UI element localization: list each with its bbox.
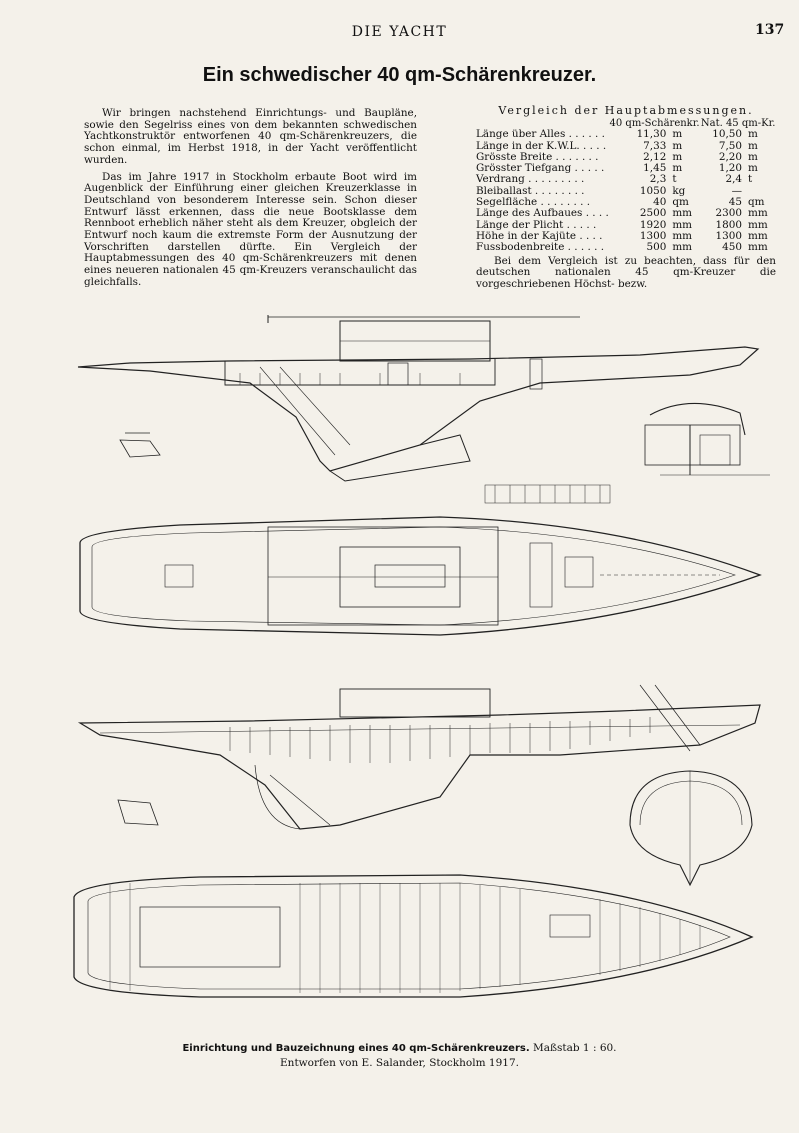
figure-caption-line-1: Einrichtung und Bauzeichnung eines 40 qm…: [0, 1041, 799, 1056]
figure-caption: Einrichtung und Bauzeichnung eines 40 qm…: [0, 1041, 799, 1070]
figure-caption-title: Einrichtung und Bauzeichnung eines 40 qm…: [182, 1043, 530, 1054]
cell-v2: 10,50: [712, 128, 742, 141]
cell-label: Bleiballast . . . . . . . .: [476, 184, 585, 197]
cell-v1: 11,30: [636, 128, 667, 141]
deck-plan-lower: [73, 874, 754, 998]
cell-v1: 1050: [639, 184, 667, 197]
cell-u2: m: [748, 162, 758, 175]
cell-label: Verdrang . . . . . . . . .: [476, 173, 585, 186]
comparison-row: Grösste Breite . . . . . . . 2,12 m 2,20 m: [476, 150, 776, 163]
cell-v2: 45: [728, 196, 742, 209]
cell-u2: mm: [748, 207, 768, 220]
cell-label: Länge der Plicht . . . . .: [476, 218, 597, 231]
cell-u1: qm: [672, 196, 689, 209]
comparison-row: Länge des Aufbaues . . . . 2500 mm 2300 mm: [476, 207, 776, 220]
comparison-row: Segelfläche . . . . . . . . 40 qm 45 qm: [476, 196, 776, 209]
column-header-45qm: Nat. 45 qm-Kr.: [700, 118, 776, 129]
cell-u2: t: [748, 173, 753, 186]
comparison-caption: Vergleich der Hauptabmessungen.: [498, 104, 754, 117]
running-head: DIE YACHT: [351, 24, 448, 40]
cell-u1: m: [672, 139, 683, 152]
cell-v2: 2,4: [725, 173, 742, 186]
cell-u2: m: [748, 150, 758, 163]
cell-v1: 2500: [639, 207, 667, 220]
page-number: 137: [755, 22, 785, 38]
cell-label: Länge über Alles . . . . . .: [476, 128, 605, 141]
cell-label: Länge in der K.W.L. . . . .: [476, 139, 607, 152]
cell-v2: 2300: [715, 207, 742, 220]
cell-label: Grösste Breite . . . . . . .: [476, 150, 599, 163]
comparison-table: 40 qm-Schärenkr. Nat. 45 qm-Kr. Länge üb…: [476, 118, 776, 254]
boat-plan-drawings: [73, 315, 770, 998]
cell-label: Segelfläche . . . . . . . .: [476, 196, 591, 209]
comparison-row: Bleiballast . . . . . . . . 1050 kg —: [476, 184, 776, 197]
comparison-note: Bei dem Vergleich ist zu beachten, dass …: [476, 254, 776, 290]
cell-v2: 1800: [715, 218, 742, 231]
cell-u2: m: [748, 139, 758, 152]
intro-text: Wir bringen nachstehend Einrichtungs- un…: [84, 107, 417, 294]
column-header-40qm: 40 qm-Schärenkr.: [609, 118, 700, 129]
cell-label: Fussbodenbreite . . . . . .: [476, 241, 605, 254]
detail-sketch-left-lower: [117, 799, 159, 826]
cell-v1: 1920: [639, 218, 667, 231]
cell-u1: mm: [672, 218, 693, 231]
intro-paragraph-2: Das im Jahre 1917 in Stockholm erbaute B…: [84, 170, 417, 288]
deck-plan-upper: [79, 516, 762, 636]
article-title: Ein schwedischer 40 qm-Schärenkreuzer.: [202, 64, 597, 86]
cell-u2: mm: [748, 218, 768, 231]
profile-drawing-lower: [77, 684, 761, 830]
intro-paragraph-1: Wir bringen nachstehend Einrichtungs- un…: [84, 107, 417, 166]
section-drawing-lower: [629, 770, 753, 887]
cell-u1: mm: [672, 207, 693, 220]
detail-sketch-left-upper: [119, 432, 161, 458]
cell-u1: mm: [672, 241, 693, 254]
cell-v2: 1300: [715, 229, 742, 242]
cell-v1: 500: [646, 241, 667, 254]
cell-v2: 450: [722, 241, 742, 254]
cell-u2: mm: [748, 241, 768, 254]
cell-v2: —: [731, 184, 742, 197]
cell-v1: 7,33: [643, 139, 667, 152]
cell-label: Grösster Tiefgang . . . . .: [476, 162, 605, 175]
cell-u2: qm: [748, 196, 765, 209]
cell-v1: 1300: [639, 229, 667, 242]
cell-v2: 7,50: [718, 139, 742, 152]
cell-v1: 2,12: [643, 150, 667, 163]
cell-u2: m: [748, 128, 758, 141]
cell-u1: m: [672, 128, 683, 141]
comparison-row: Verdrang . . . . . . . . . 2,3 t 2,4 t: [476, 173, 776, 186]
cell-label: Länge des Aufbaues . . . .: [476, 207, 609, 220]
cell-u1: mm: [672, 229, 693, 242]
cell-v1: 1,45: [643, 162, 667, 175]
comparison-row: Grösster Tiefgang . . . . . 1,45 m 1,20 m: [476, 162, 776, 175]
comparison-rows: Länge über Alles . . . . . . 11,30 m 10,50 m…: [476, 128, 776, 254]
comparison-header-row: 40 qm-Schärenkr. Nat. 45 qm-Kr.: [476, 118, 776, 129]
cell-u2: mm: [748, 229, 768, 242]
cell-u1: kg: [672, 184, 686, 197]
cell-v2: 2,20: [718, 150, 742, 163]
cell-u1: t: [672, 173, 677, 186]
cell-v1: 2,3: [649, 173, 667, 186]
hatched-strip: [484, 484, 611, 504]
comparison-row: Fussbodenbreite . . . . . . 500 mm 450 mm: [476, 241, 776, 254]
cell-label: Höhe in der Kajüte . . . .: [476, 229, 603, 242]
comparison-row: Länge der Plicht . . . . . 1920 mm 1800 mm: [476, 218, 776, 231]
comparison-row: Höhe in der Kajüte . . . . 1300 mm 1300 mm: [476, 229, 776, 242]
comparison-row: Länge über Alles . . . . . . 11,30 m 10,50 m: [476, 128, 776, 141]
comparison-section: Vergleich der Hauptabmessungen. 40 qm-Sc…: [476, 104, 776, 291]
cell-v1: 40: [653, 196, 667, 209]
cell-u1: m: [672, 150, 683, 163]
cell-u1: m: [672, 162, 683, 175]
comparison-row: Länge in der K.W.L. . . . . 7,33 m 7,50 m: [476, 139, 776, 152]
section-drawing-upper: [644, 402, 770, 476]
figure-caption-line-2: Entworfen von E. Salander, Stockholm 191…: [280, 1057, 519, 1069]
profile-drawing-upper: [77, 315, 760, 482]
figure-caption-scale: Maßstab 1 : 60.: [532, 1042, 617, 1054]
cell-v2: 1,20: [718, 162, 742, 175]
